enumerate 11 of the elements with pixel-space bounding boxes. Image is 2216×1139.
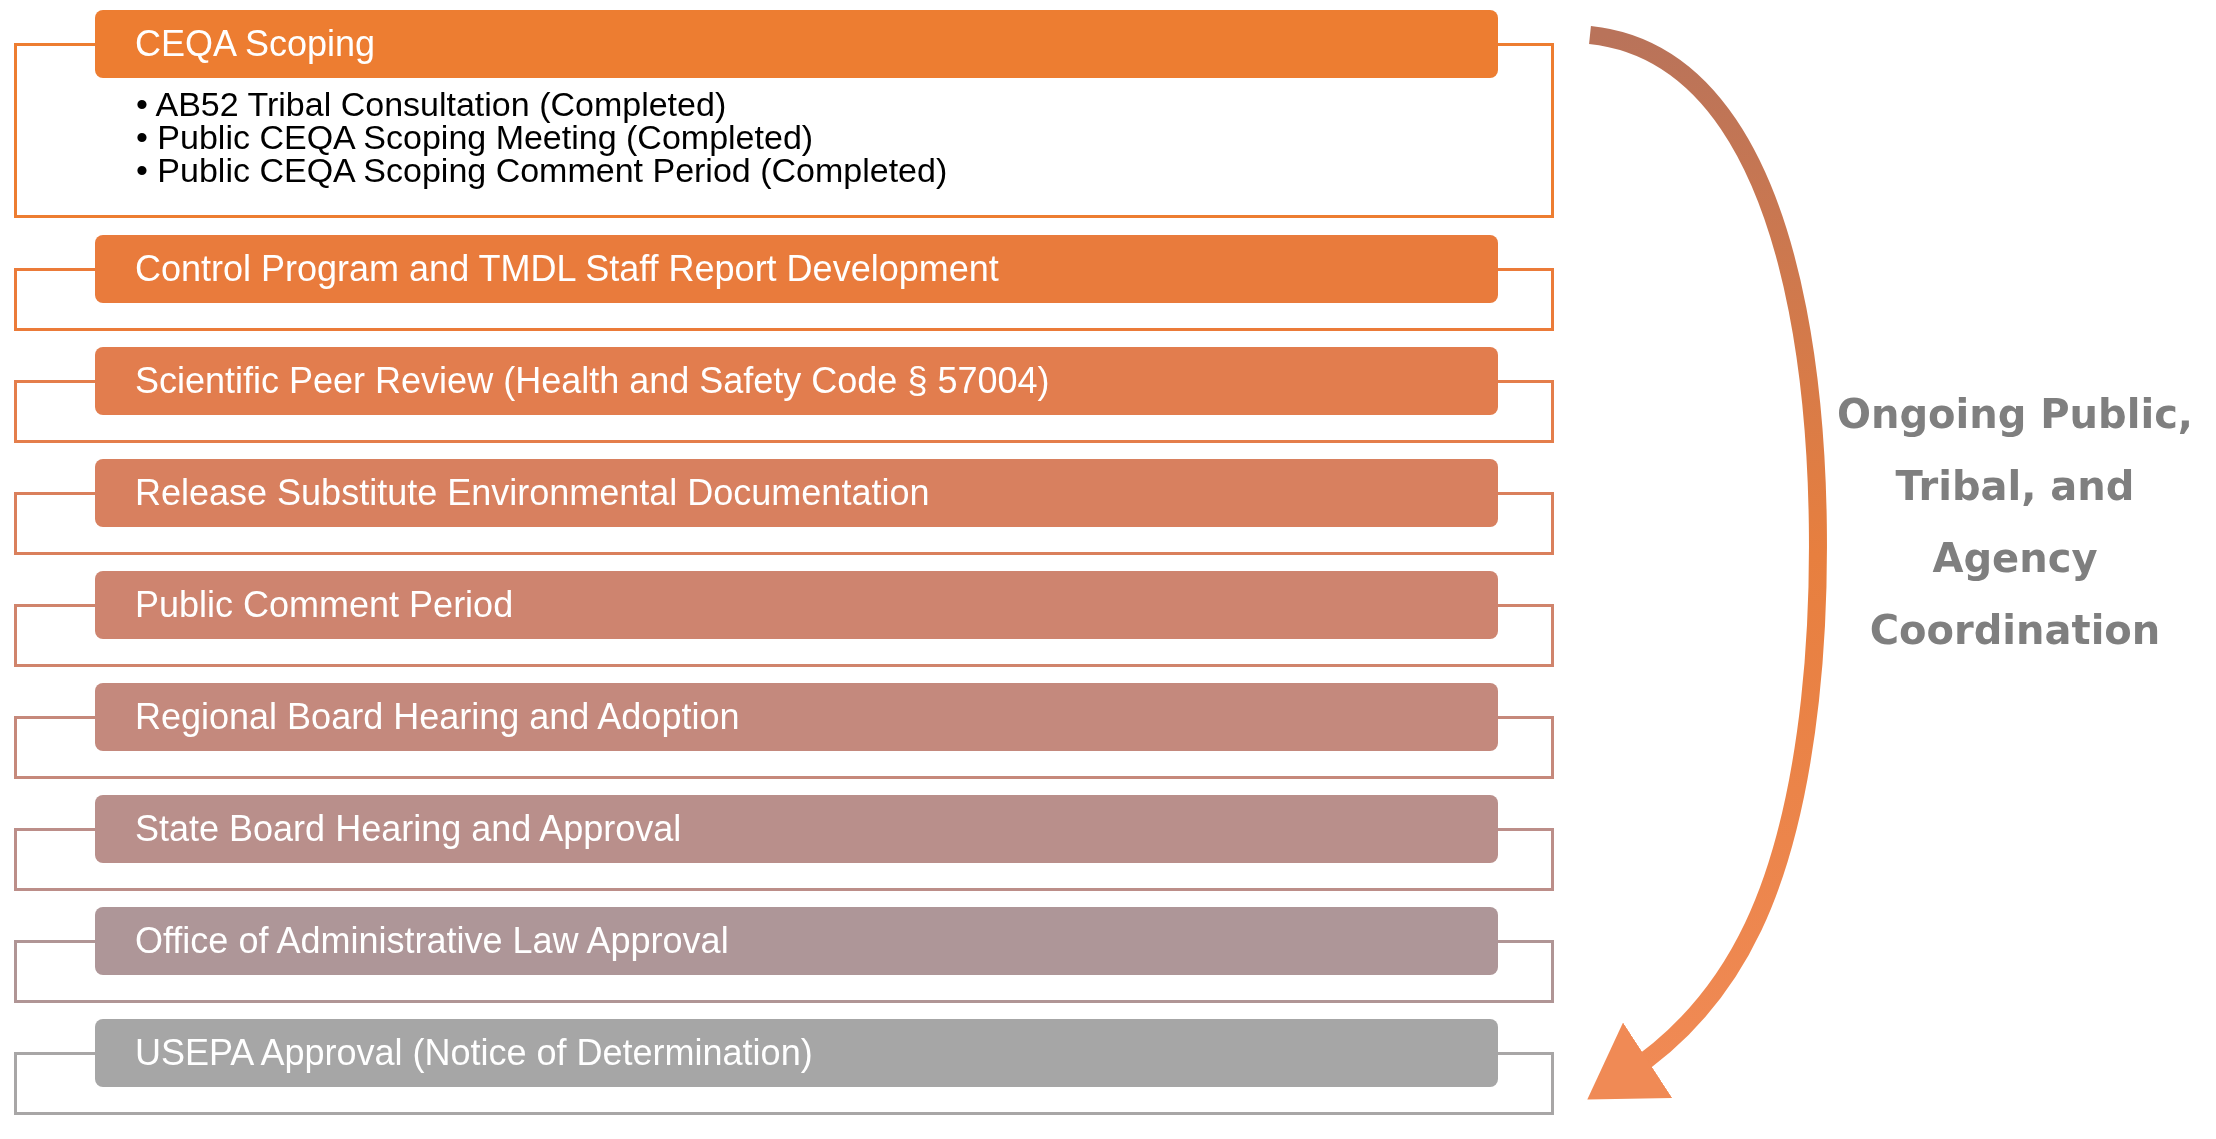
step-header-bar: Public Comment Period [95,571,1498,639]
step-header-bar: Office of Administrative Law Approval [95,907,1498,975]
step-header-bar: USEPA Approval (Notice of Determination) [95,1019,1498,1087]
step-header-bar: Control Program and TMDL Staff Report Development [95,235,1498,303]
bullet-item: • AB52 Tribal Consultation (Completed) [136,88,727,121]
step-header-bar: Scientific Peer Review (Health and Safety Code § 57004) [95,347,1498,415]
step-header-bar: Release Substitute Environmental Documentation [95,459,1498,527]
side-caption: Ongoing Public, Tribal, and Agency Coordination [1835,390,2195,655]
step-header-bar: CEQA Scoping [95,10,1498,78]
step-header-bar: Regional Board Hearing and Adoption [95,683,1498,751]
step-header-bar: State Board Hearing and Approval [95,795,1498,863]
